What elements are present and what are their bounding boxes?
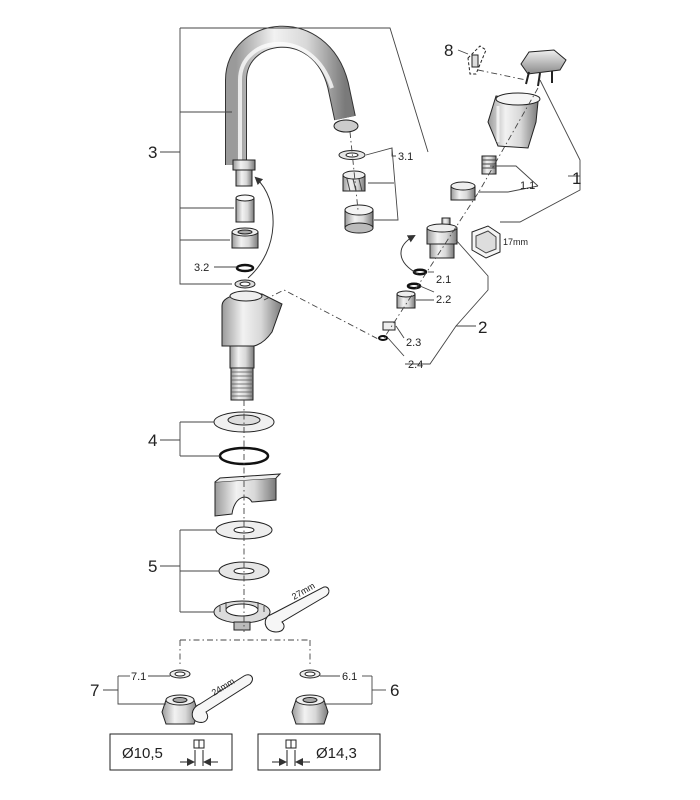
callout-6: 6	[390, 681, 399, 700]
valve-small-ring	[378, 335, 388, 341]
locking-nut	[213, 600, 271, 631]
assembly-arrow-valve	[400, 235, 419, 275]
pipe-gauge-icon	[272, 739, 310, 766]
callout-8: 8	[444, 41, 453, 60]
callout-3: 3	[148, 143, 157, 162]
callout-2-2: 2.2	[436, 294, 451, 306]
callout-2-1: 2.1	[436, 274, 451, 286]
tap-body	[221, 290, 283, 401]
leader-lines	[103, 27, 581, 705]
assembly-arrow-spout	[247, 176, 274, 279]
spout	[225, 25, 359, 187]
fixing-washer	[215, 520, 273, 540]
valve-o-ring	[406, 268, 428, 290]
callout-3-1: 3.1	[398, 151, 413, 163]
spout-washer	[234, 279, 256, 289]
pipe-diameter-right: Ø14,3	[316, 745, 357, 762]
threaded-shank	[230, 367, 254, 401]
nut-wrench	[191, 674, 253, 723]
horseshoe-washer	[214, 473, 282, 517]
hex-socket-icon	[471, 225, 501, 259]
callout-4: 4	[148, 431, 157, 450]
left-union-nut	[161, 694, 199, 725]
cartridge-icon	[467, 45, 487, 75]
valve-pin	[382, 321, 396, 331]
base-wrench	[264, 586, 330, 633]
right-connection-washer	[299, 669, 321, 679]
callout-5: 5	[148, 557, 157, 576]
callout-2: 2	[478, 318, 487, 337]
left-connection-washer	[169, 669, 191, 679]
pipe-diameter-box-right: Ø14,3	[257, 733, 381, 771]
pipe-gauge-icon	[180, 739, 218, 766]
spout-o-ring	[235, 263, 255, 273]
pipe-diameter-left: Ø10,5	[122, 745, 163, 762]
handle-adapter	[450, 181, 476, 201]
callout-7-1: 7.1	[131, 671, 146, 683]
handle-screw	[481, 155, 497, 175]
callout-2-3: 2.3	[406, 337, 421, 349]
aerator-insert	[342, 170, 366, 192]
index-cap	[520, 49, 567, 87]
assembly-axis-lines	[179, 69, 539, 664]
spout-sleeve	[235, 194, 255, 223]
aerator-housing	[344, 204, 374, 234]
lever-handle	[487, 92, 541, 149]
callout-3-2: 3.2	[194, 262, 209, 274]
pipe-diameter-box-left: Ø10,5	[109, 733, 233, 771]
spout-nut	[231, 227, 259, 249]
callout-6-1: 6.1	[342, 671, 357, 683]
valve-head	[426, 217, 458, 259]
callout-1: 1	[572, 169, 581, 188]
callout-2-4: 2.4	[408, 359, 423, 371]
valve-seat	[396, 290, 416, 309]
right-union-nut	[291, 694, 329, 725]
valve-wrench-size: 17mm	[503, 237, 528, 247]
callout-1-1: 1.1	[520, 180, 535, 192]
callout-7: 7	[90, 681, 99, 700]
